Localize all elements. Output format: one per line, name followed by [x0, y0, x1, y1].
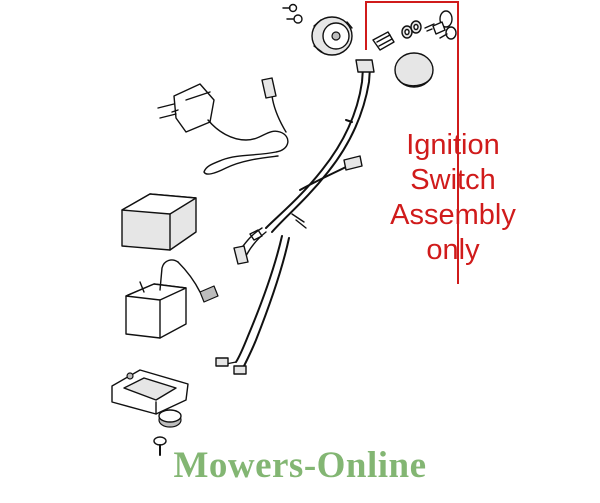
mounting-screws — [282, 3, 303, 24]
ignition-switch-callout: Ignition Switch Assembly only — [378, 128, 528, 268]
battery-cover — [121, 193, 197, 251]
brand-watermark: Mowers-Online — [173, 445, 427, 486]
callout-line-1: Ignition — [406, 129, 500, 161]
base-screw — [153, 436, 167, 456]
wiring-harness — [215, 59, 375, 375]
rubber-foot — [158, 409, 182, 428]
battery-charger — [157, 77, 289, 175]
switch-cap — [394, 52, 434, 88]
battery — [125, 259, 219, 339]
callout-line-4: only — [426, 234, 480, 266]
ignition-keys — [424, 10, 457, 40]
battery-tray — [111, 369, 189, 415]
ignition-switch-parts — [372, 20, 422, 51]
callout-line-3: Assembly — [390, 199, 516, 231]
callout-line-2: Switch — [410, 164, 496, 196]
switch-housing — [311, 16, 353, 56]
